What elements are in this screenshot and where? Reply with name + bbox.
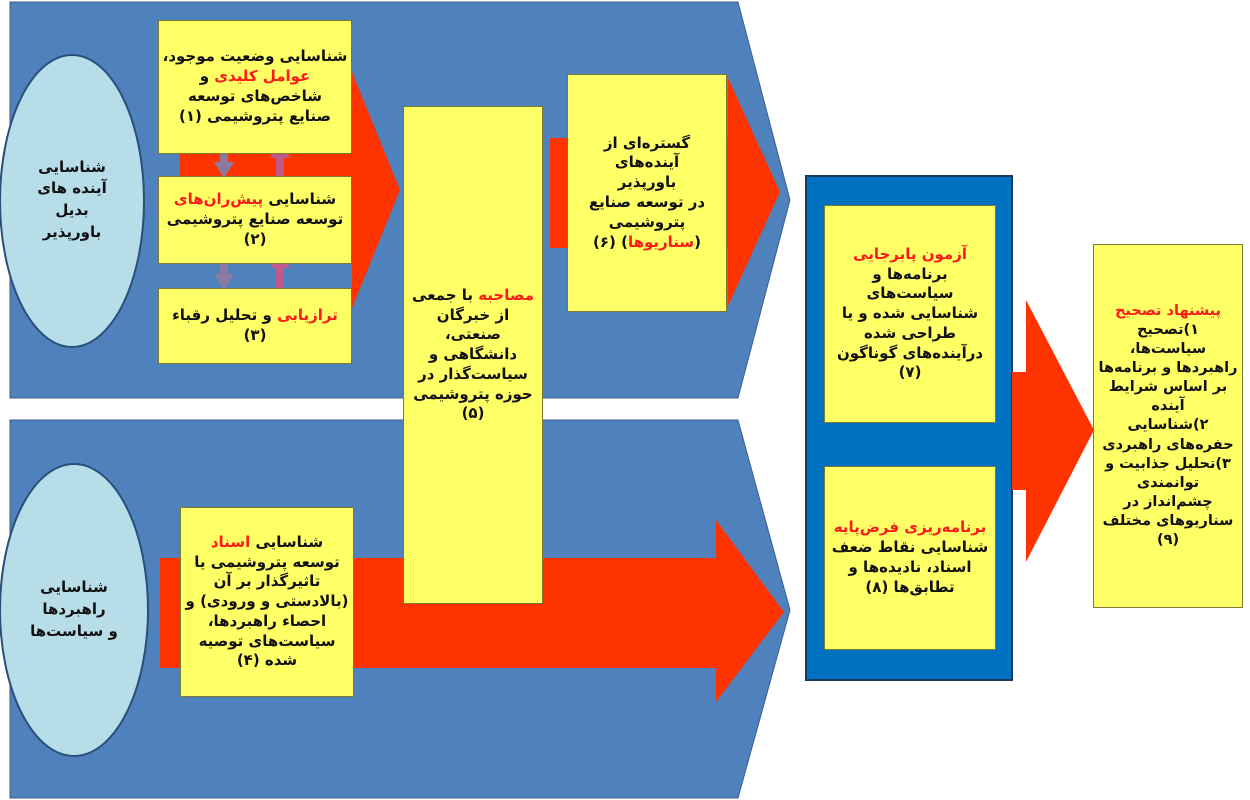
box2-line: توسعه صنایع پتروشیمی	[166, 210, 344, 229]
box2-line-pre: شناسایی	[263, 190, 337, 209]
top-ellipse	[0, 54, 145, 348]
box7-line: شناسایی شده و یا	[841, 304, 979, 323]
box1-line-rest: و	[199, 67, 215, 86]
box6-line-post: ) (۶)	[592, 232, 628, 251]
box7-line: درآینده‌های گوناگون	[836, 343, 984, 362]
box4-line: احصاء راهبردها،	[207, 611, 327, 630]
box9-highlight: پیشنهاد تصحیح	[1114, 302, 1222, 319]
box5-line: از خبرگان	[436, 305, 510, 324]
box5-line-rest: با جمعی	[412, 285, 479, 304]
box-robustness-test: آزمون پابرجایی برنامه‌ها و سیاست‌های شنا…	[824, 205, 996, 423]
box5-line: (۵)	[461, 404, 485, 423]
box9-line: توانمندی	[1136, 474, 1200, 491]
box2-line: (۲)	[243, 229, 267, 248]
box9-line: ۳)تحلیل جذابیت و	[1105, 455, 1231, 472]
box7-line: طراحی شده	[863, 323, 957, 342]
box6-line: آینده‌های	[614, 153, 680, 172]
top-ellipse-line: شناسایی	[38, 157, 106, 176]
box6-line: (سناریوها) (۶)	[593, 233, 701, 253]
box6-line-pre: (	[694, 232, 702, 251]
box4-line: شده (۴)	[236, 651, 298, 670]
box3-line: ترازیابی و تحلیل رقباء	[172, 306, 338, 326]
box9-line: آینده	[1151, 398, 1185, 415]
top-ellipse-line: آینده های	[37, 179, 107, 198]
box4-line: سیاست‌های توصیه	[198, 631, 336, 650]
box1-line: شاخص‌های توسعه	[188, 87, 323, 105]
box6-highlight: سناریوها	[627, 232, 695, 251]
box9-line: سناریوهای مختلف	[1102, 513, 1234, 530]
final-red-arrow	[1012, 300, 1094, 562]
box2-to-box3-arrow	[214, 252, 234, 290]
box6-line: باورپذیر	[617, 173, 677, 192]
box2-highlight: پیش‌ران‌های	[173, 190, 264, 209]
box8-line: شناسایی نقاط ضعف	[831, 538, 989, 557]
box5-highlight: مصاحبه	[478, 285, 534, 304]
box4-line: توسعه پتروشیمی یا	[194, 552, 340, 571]
box9-line: بر اساس شرایط	[1108, 379, 1228, 396]
box7-line: سیاست‌های	[866, 284, 954, 303]
box6-line: در توسعه صنایع	[588, 193, 706, 211]
bottom-ellipse-line: شناسایی	[40, 578, 108, 597]
box-scenarios: گستره‌ای از آینده‌های باورپذیر در توسعه …	[567, 74, 727, 312]
box8-line: اسناد، نادیده‌ها و	[848, 558, 972, 576]
top-ellipse-line: بدیل	[55, 201, 89, 219]
box3-line: (۳)	[243, 326, 267, 344]
bottom-ellipse-line: راهبردها	[42, 600, 106, 619]
box5-line: سیاست‌گذار در	[418, 364, 528, 383]
box-drivers: شناسایی پیش‌ران‌های توسعه صنایع پتروشیمی…	[158, 176, 352, 264]
box9-line: راهبردها و برنامه‌ها	[1098, 360, 1238, 377]
box5-line: مصاحبه با جمعی	[412, 286, 534, 306]
box-benchmarking: ترازیابی و تحلیل رقباء (۳)	[158, 288, 352, 364]
bottom-ellipse-label: شناسایی راهبردها و سیاست‌ها	[12, 560, 136, 660]
box1-line: شناسایی وضعیت موجود،	[162, 47, 348, 66]
box1-line: عوامل کلیدی و	[200, 67, 311, 87]
box4-line: تاثیرگذار بر آن	[213, 572, 321, 591]
bottom-ellipse-line: و سیاست‌ها	[30, 621, 118, 640]
box9-line: چشم‌انداز در	[1123, 493, 1213, 510]
box4-highlight: اسناد	[210, 532, 251, 551]
box6-line: پتروشیمی	[608, 212, 686, 231]
box-correction-proposal: پیشنهاد تصحیح ۱)تصحیح سیاست‌ها، راهبردها…	[1093, 244, 1243, 608]
box9-line: ۲)شناسایی	[1127, 417, 1209, 434]
box6-line: گستره‌ای از	[603, 133, 691, 152]
box8-highlight: برنامه‌ریزی فرض‌پایه	[833, 518, 987, 537]
box7-line: (۷)	[898, 363, 922, 382]
box8-line: تطابق‌ها (۸)	[865, 577, 955, 596]
top-ellipse-line: باورپذیر	[42, 222, 102, 241]
box-current-status: شناسایی وضعیت موجود، عوامل کلیدی و شاخص‌…	[158, 20, 352, 154]
bottom-ellipse	[0, 463, 149, 757]
box1-line: صنایع پتروشیمی (۱)	[179, 106, 331, 125]
box-expert-interview: مصاحبه با جمعی از خبرگان صنعتی، دانشگاهی…	[403, 106, 543, 604]
box9-line: ۱)تصحیح	[1136, 321, 1200, 338]
box3-line-rest: و تحلیل رقباء	[172, 306, 278, 325]
box7-line: برنامه‌ها و	[872, 264, 948, 283]
box5-line: حوزه پتروشیمی	[413, 384, 533, 403]
box4-line-pre: شناسایی	[250, 532, 324, 551]
box-documents: شناسایی اسناد توسعه پتروشیمی یا تاثیرگذا…	[180, 507, 354, 697]
box5-line: صنعتی،	[444, 325, 502, 344]
box7-highlight: آزمون پابرجایی	[853, 244, 967, 263]
box4-line: شناسایی اسناد	[211, 533, 323, 553]
top-ellipse-label: شناسایی آینده های بدیل باورپذیر	[10, 130, 134, 270]
box-assumption-planning: برنامه‌ریزی فرض‌پایه شناسایی نقاط ضعف اس…	[824, 466, 996, 650]
box5-line: دانشگاهی و	[428, 345, 518, 364]
box2-line: شناسایی پیش‌ران‌های	[174, 190, 336, 210]
box9-line: حفره‌های راهبردی	[1102, 436, 1234, 453]
box3-highlight: ترازیابی	[277, 306, 338, 325]
box9-line: (۹)	[1156, 532, 1180, 549]
box9-line: سیاست‌ها،	[1129, 340, 1207, 357]
box4-line: (بالادستی و ورودی) و	[185, 592, 349, 611]
box1-highlight: عوامل کلیدی	[214, 67, 311, 86]
